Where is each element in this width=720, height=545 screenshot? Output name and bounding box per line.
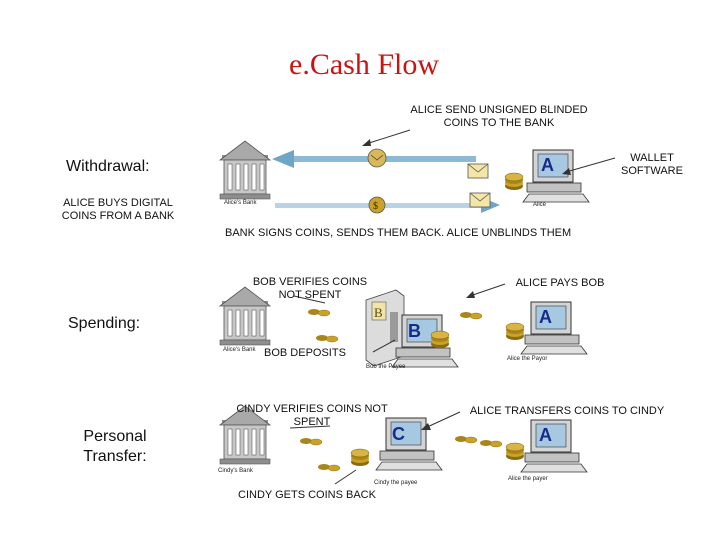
withdrawal-note: ALICE BUYS DIGITAL COINS FROM A BANK: [61, 197, 175, 222]
transfer-payee-caption: Cindy the payee: [374, 480, 418, 486]
withdrawal-bank-icon: [219, 140, 271, 200]
withdrawal-coin-icon-bottom: $: [368, 196, 386, 214]
transfer-coins-icon-a: [299, 437, 323, 446]
alice-screen-letter: A: [541, 155, 554, 175]
spending-pay-annotation: ALICE PAYS BOB: [515, 277, 605, 289]
alice-transfer-computer-icon: [520, 419, 588, 473]
withdrawal-envelope-icon-top: [367, 148, 387, 168]
transfer-coins-icon-d: [479, 439, 503, 448]
withdrawal-bottom-annotation: BANK SIGNS COINS, SENDS THEM BACK. ALICE…: [225, 227, 572, 239]
transfer-verify-annotation: CINDY VERIFIES COINS NOT SPENT: [236, 403, 388, 428]
spending-deposit-annotation: BOB DEPOSITS: [264, 347, 346, 359]
spending-payee-caption: Bob the Payee: [366, 364, 406, 370]
spending-coins-icon-b: [315, 334, 339, 343]
bob-coin-stack-icon: [430, 330, 450, 349]
transfer-annotation: ALICE TRANSFERS COINS TO CINDY: [469, 405, 665, 417]
transfer-label: Personal Transfer:: [83, 428, 147, 465]
alice-transfer-coin-stack-icon: [505, 442, 525, 461]
alice-pays-pointer: [469, 283, 506, 297]
bob-deposit-pointer: [372, 339, 396, 353]
transfer-back-annotation: CINDY GETS COINS BACK: [238, 489, 376, 501]
withdrawal-envelope-icon: [467, 163, 489, 179]
alice-computer-icon: [522, 149, 590, 203]
bob-kiosk-icon: B: [365, 289, 405, 367]
svg-text:$: $: [373, 201, 378, 212]
page-title: e.Cash Flow: [289, 48, 439, 81]
bob-screen-letter: B: [408, 321, 421, 341]
alice-transfer-screen-letter: A: [539, 425, 552, 445]
cindy-coin-stack-icon: [350, 448, 370, 467]
cindy-back-pointer: [334, 469, 357, 485]
withdrawal-top-annotation: ALICE SEND UNSIGNED BLINDED COINS TO THE…: [410, 104, 588, 129]
transfer-coins-icon-b: [317, 463, 341, 472]
svg-text:B: B: [374, 305, 383, 320]
transfer-coins-icon-c: [454, 435, 478, 444]
spending-coins-icon-a: [307, 308, 331, 317]
alice-payer-coin-stack-icon: [505, 322, 525, 341]
transfer-bank-caption: Cindy's Bank: [218, 468, 254, 474]
withdrawal-bottom-arrow: [275, 197, 500, 213]
withdrawal-computer-caption: Alice: [533, 202, 547, 208]
spending-coins-icon-c: [459, 311, 483, 320]
withdrawal-top-pointer: [365, 129, 411, 145]
spending-label: Spending:: [68, 315, 141, 332]
transfer-payer-caption: Alice the payer: [508, 476, 548, 482]
spending-verify-annotation: BOB VERIFIES COINS NOT SPENT: [252, 276, 368, 301]
withdrawal-bank-caption: Alice's Bank: [224, 200, 257, 206]
alice-payer-screen-letter: A: [539, 307, 552, 327]
alice-transfers-pointer: [424, 411, 461, 429]
withdrawal-label: Withdrawal:: [66, 158, 150, 175]
spending-bank-caption: Alice's Bank: [223, 347, 256, 353]
withdrawal-coin-stack-icon: [504, 172, 524, 191]
cindy-screen-letter: C: [392, 424, 405, 444]
alice-payer-computer-icon: [520, 301, 588, 355]
cindy-verify-pointer: [289, 425, 331, 429]
withdrawal-envelope-icon-2: [469, 192, 491, 208]
wallet-pointer: [565, 157, 616, 173]
wallet-annotation: WALLET SOFTWARE: [621, 152, 683, 177]
bob-verify-pointer: [293, 295, 326, 304]
spending-payer-caption: Alice the Payor: [507, 356, 547, 362]
